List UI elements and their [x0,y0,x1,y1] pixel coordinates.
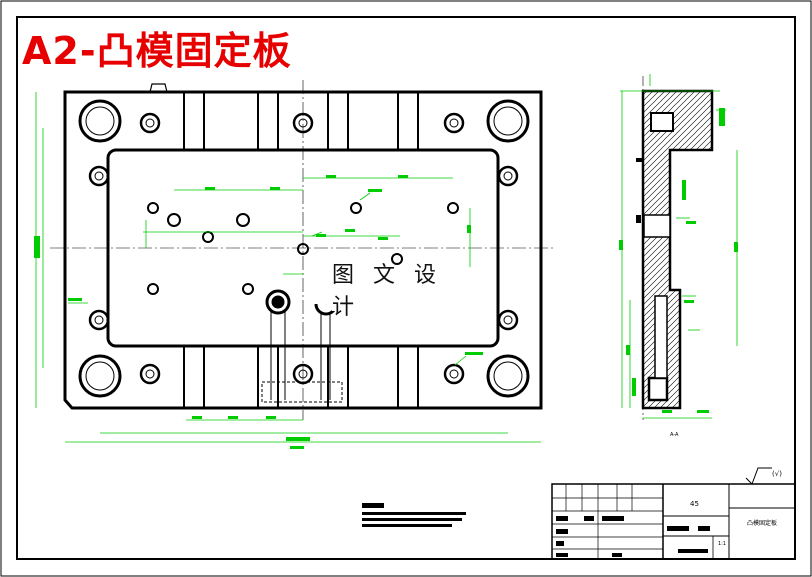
title-block [551,483,796,560]
section-marks [636,158,644,223]
counterbore-holes [88,112,519,385]
slot-bands [183,92,419,408]
title-block-fills [556,516,710,557]
drawing-title: A2-凸模固定板 [22,29,292,73]
section-screw [650,112,674,132]
watermark: 图 文 设 计 [332,263,478,320]
section-hatch [643,91,712,408]
section-slot [643,214,671,238]
section-dimension-labels [619,108,738,413]
scale-label: 1:1 [718,541,727,547]
section-bore [654,295,668,379]
inner-border [16,16,796,560]
section-cap [647,376,669,402]
section-outline [641,89,714,410]
section-label: A-A [670,432,679,438]
dimension-labels [34,175,483,449]
part-name-label: 凸模固定板 [747,520,778,527]
section-view [619,74,738,420]
plate-top-tab [149,83,168,93]
center-lines [50,80,556,420]
lower-slot-detail [261,312,343,403]
front-view [34,80,556,449]
material-label: 45 [690,500,699,508]
roughness-label: (√) [772,470,782,478]
plate-outline [63,90,543,410]
dimension-lines [35,92,541,443]
roughness-symbol [745,467,772,485]
guide-holes [78,99,530,398]
technical-notes [362,503,466,527]
